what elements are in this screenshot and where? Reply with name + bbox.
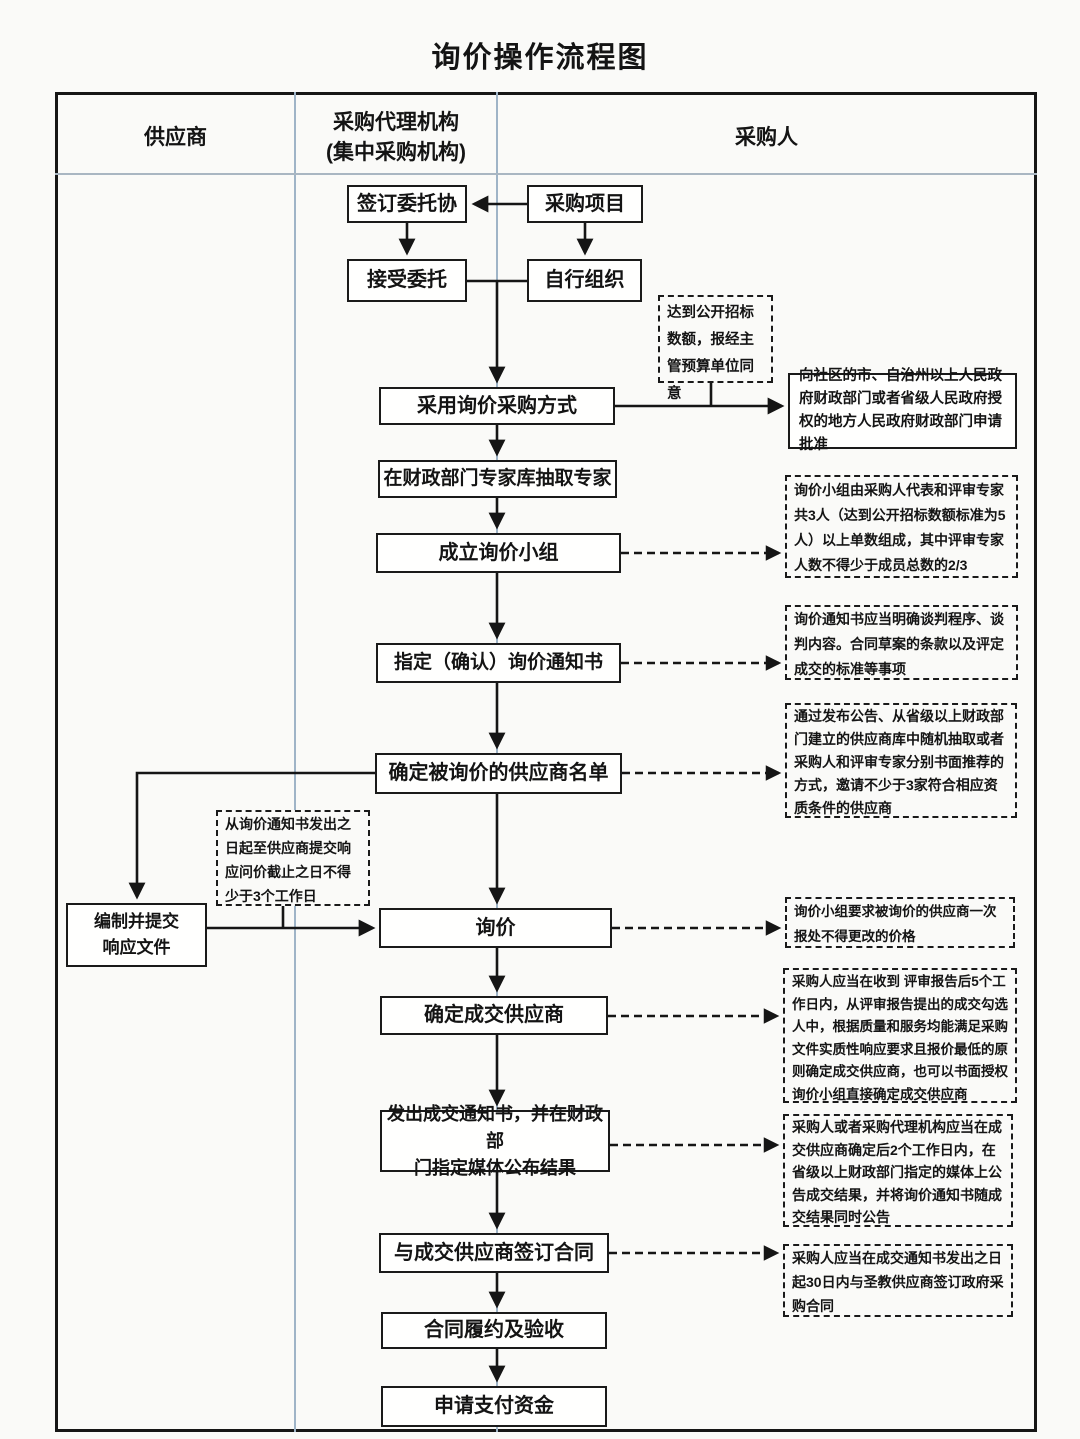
annotation-one-time-quote: 询价小组要求被询价的供应商一次报处不得更改的价格 [785,897,1015,948]
node-issue-notice-line1: 发出成交通知书，并在财政部 [387,1103,603,1151]
node-confirm-supplier: 确定成交供应商 [380,996,608,1035]
node-adopt-inquiry: 采用询价采购方式 [379,387,615,425]
lane-header-supplier: 供应商 [57,106,294,170]
node-request-payment: 申请支付资金 [381,1386,607,1427]
node-prepare-docs-line1: 编制并提交 [94,912,179,931]
arrow-list-to-prepare-docs [128,771,375,900]
node-issue-notice-line2: 门指定媒体公布结果 [414,1157,576,1178]
node-apply-approval: 向社区的市、自治州以上人民政府财政部门或者省级人民政府授权的地方人民政府财政部门… [788,368,1017,453]
page-title: 询价操作流程图 [431,42,649,74]
node-extract-experts: 在财政部门专家库抽取专家 [378,460,617,498]
lane-header-purchaser: 采购人 [498,106,1035,170]
lane-header-agency-line1: 采购代理机构 [333,111,459,134]
node-self-organize: 自行组织 [527,259,642,302]
node-form-group: 成立询价小组 [376,533,621,573]
annotation-invite-method: 通过发布公告、从省级以上财政部门建立的供应商库中随机抽取或者采购人和评审专家分别… [785,703,1017,818]
annotation-reach-threshold: 达到公开招标数额，报经主管预算单位同意 [658,295,773,402]
node-prepare-docs-line2: 响应文件 [102,938,171,957]
header-separator [55,173,1037,175]
annotation-sign-deadline: 采购人应当在成交通知书发出之日起30日内与圣教供应商签订政府采购合同 [783,1244,1013,1317]
node-inquiry: 询价 [379,908,612,948]
node-sign-contract: 与成交供应商签订合同 [379,1233,609,1273]
lane-header-agency-line2: (集中采购机构) [326,141,466,164]
annotation-group-composition: 询价小组由采购人代表和评审专家共3人（达到公开招标数额标准为5人）以上单数组成，… [785,475,1018,578]
lane-header-agency: 采购代理机构 (集中采购机构) [296,106,496,170]
swimlane-frame [55,92,1037,1432]
lane-header-purchaser-label: 采购人 [735,126,798,149]
annotation-announce-rule: 采购人或者采购代理机构应当在成交供应商确定后2个工作日内，在省级以上财政部门指定… [783,1114,1013,1227]
node-sign-agreement: 签订委托协 [347,185,467,223]
node-confirm-notice: 指定（确认）询价通知书 [376,643,621,683]
node-issue-notice: 发出成交通知书，并在财政部 门指定媒体公布结果 [380,1104,610,1178]
node-accept-entrust: 接受委托 [347,259,467,302]
node-procurement-project: 采购项目 [527,185,643,223]
node-perform-contract: 合同履约及验收 [381,1312,607,1349]
lane-divider-1 [294,92,296,1432]
lane-header-supplier-label: 供应商 [144,126,207,149]
annotation-notice-content: 询价通知书应当明确谈判程序、谈判内容。合同草案的条款以及评定成交的标准等事项 [785,605,1018,680]
node-supplier-list: 确定被询价的供应商名单 [375,753,622,794]
node-prepare-docs: 编制并提交 响应文件 [66,903,207,967]
annotation-determine-rule: 采购人应当在收到 评审报告后5个工作日内，从评审报告提出的成交勾选人中，根据质量… [783,968,1017,1103]
annotation-response-deadline: 从询价通知书发出之日起至供应商提交响应问价截止之日不得少于3个工作日 [216,810,370,906]
